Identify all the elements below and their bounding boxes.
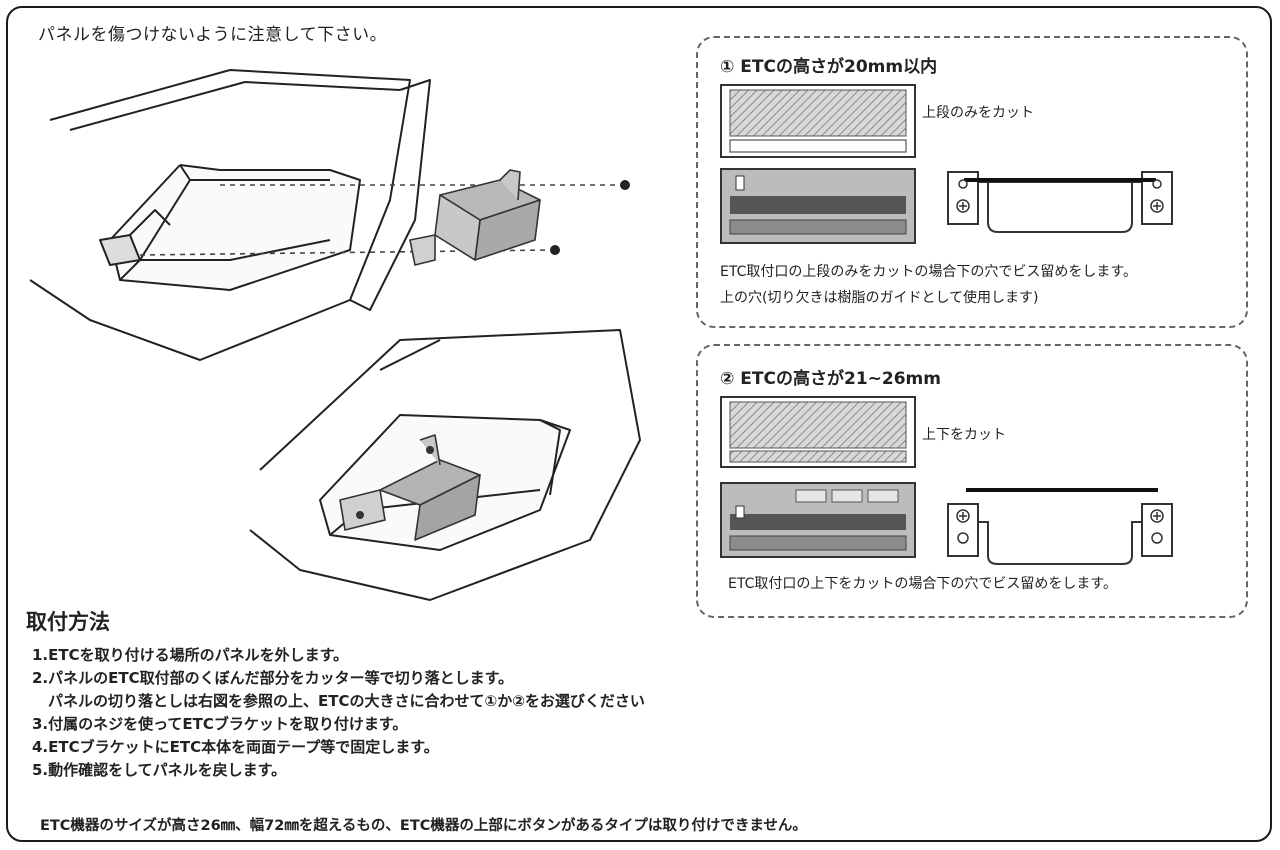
option2-panel: ② ETCの高さが21~26mm 上下をカット [696,344,1248,618]
option1-cut-diagram [720,84,916,158]
step-2-note: パネルの切り落としは右図を参照の上、ETCの大きさに合わせて①か②をお選びくださ… [48,692,645,710]
step-3: 3.付属のネジを使ってETCブラケットを取り付けます。 [32,715,408,733]
step-1: 1.ETCを取り付ける場所のパネルを外します。 [32,646,349,664]
option2-slot-device [720,482,916,558]
method-title: 取付方法 [26,610,110,634]
step-2: 2.パネルのETC取付部のくぼんだ部分をカッター等で切り落とします。 [32,669,514,687]
panel-bracket-exploded-illustration [29,69,630,361]
option1-slot-device [720,168,916,244]
method-steps: 1.ETCを取り付ける場所のパネルを外します。 2.パネルのETC取付部のくぼん… [32,644,645,782]
option1-note-line2: 上の穴(切り欠きは樹脂のガイドとして使用します) [720,290,1039,306]
footer-warning: ETC機器のサイズが高さ26㎜、幅72㎜を超えるもの、ETC機器の上部にボタンが… [40,818,807,834]
instruction-sheet [6,6,1272,842]
option2-cut-label: 上下をカット [922,427,1006,443]
option2-note-line1: ETC取付口の上下をカットの場合下の穴でビス留めをします。 [728,576,1117,592]
option1-cut-label: 上段のみをカット [922,105,1034,121]
option2-bracket-diagram [947,488,1173,565]
option2-cut-diagram [720,396,916,468]
step-5: 5.動作確認をしてパネルを戻します。 [32,761,287,779]
panel-bracket-installed-illustration [249,329,641,601]
option1-panel: ① ETCの高さが20mm以内 上段のみをカット [696,36,1248,328]
caution-text: パネルを傷つけないように注意して下さい。 [38,25,388,45]
option1-title: ① ETCの高さが20mm以内 [720,57,938,77]
option1-note-line1: ETC取付口の上段のみをカットの場合下の穴でビス留めをします。 [720,264,1137,280]
step-4: 4.ETCブラケットにETC本体を両面テープ等で固定します。 [32,738,439,756]
option1-bracket-diagram [947,171,1173,233]
option2-title: ② ETCの高さが21~26mm [720,369,941,389]
